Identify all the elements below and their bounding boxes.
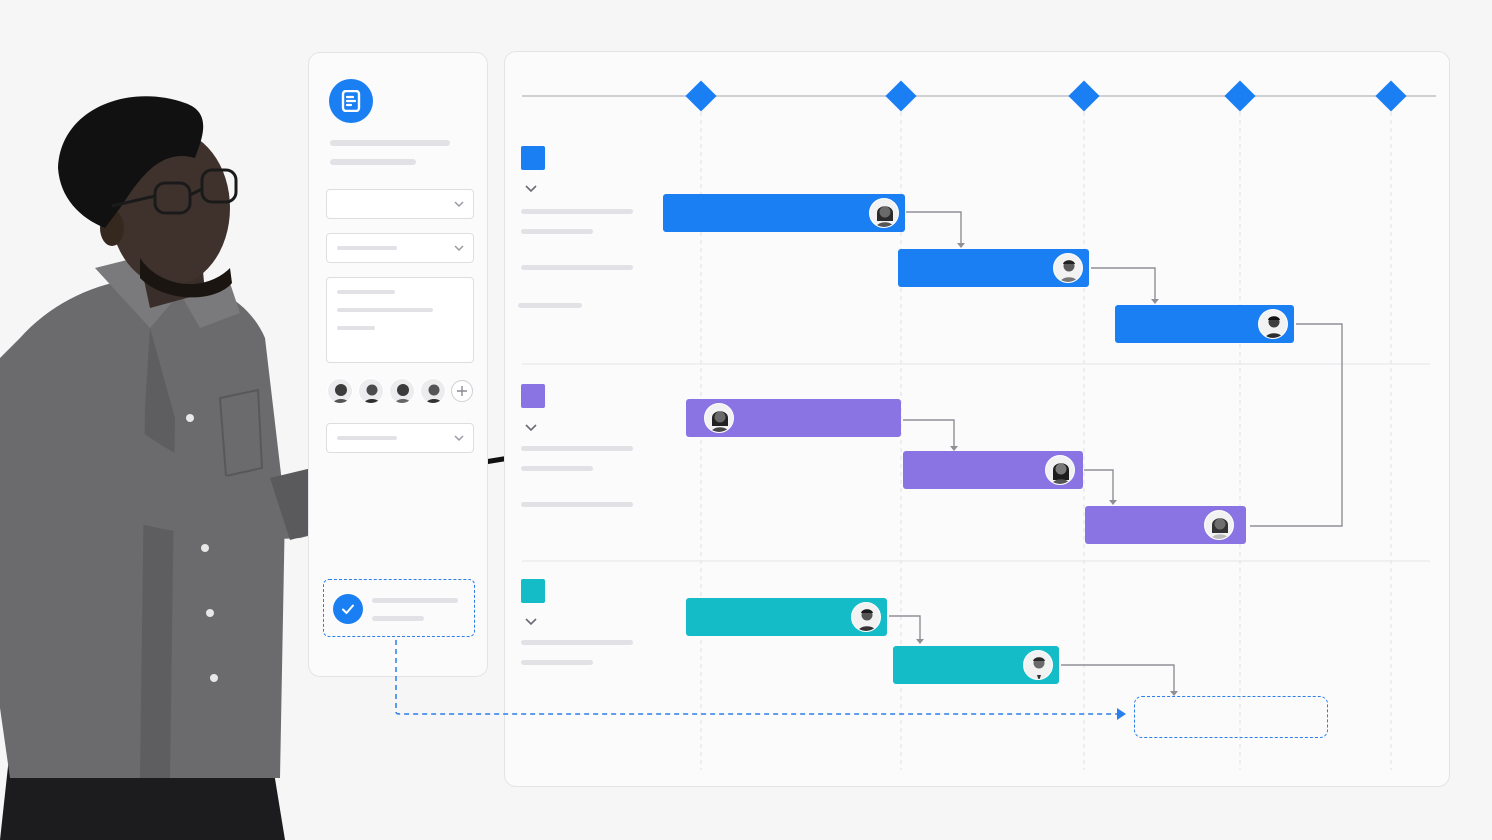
chevron-down-icon[interactable]	[524, 422, 538, 434]
avatar	[851, 602, 881, 632]
task-bar[interactable]	[1115, 305, 1294, 343]
row-label	[521, 229, 593, 234]
completed-task-card[interactable]	[323, 579, 475, 637]
new-task-placeholder[interactable]	[1134, 696, 1328, 738]
milestone-diamond[interactable]	[1375, 80, 1407, 112]
chevron-down-icon	[454, 245, 464, 252]
row-label	[521, 265, 633, 270]
document-icon[interactable]	[329, 79, 373, 123]
priority-dropdown[interactable]	[326, 233, 474, 263]
avatar[interactable]	[389, 378, 415, 404]
group-swatch-blue	[521, 146, 545, 170]
avatar	[1053, 253, 1083, 283]
row-label	[521, 466, 593, 471]
row-label	[521, 209, 633, 214]
chevron-down-icon[interactable]	[524, 616, 538, 628]
category-dropdown[interactable]	[326, 423, 474, 453]
status-dropdown[interactable]	[326, 189, 474, 219]
group-swatch-purple	[521, 384, 545, 408]
milestone-diamond[interactable]	[885, 80, 917, 112]
avatar[interactable]	[420, 378, 446, 404]
panel-title-placeholder	[330, 140, 450, 146]
avatar	[1023, 650, 1053, 680]
plus-icon	[457, 386, 467, 396]
add-assignee-button[interactable]	[451, 380, 473, 402]
row-label	[521, 502, 633, 507]
task-bar[interactable]	[898, 249, 1089, 287]
row-label	[521, 660, 593, 665]
avatar	[704, 403, 734, 433]
task-bar[interactable]	[1085, 506, 1246, 544]
avatar	[1204, 510, 1234, 540]
milestone-diamond[interactable]	[1224, 80, 1256, 112]
row-label	[521, 446, 633, 451]
task-details-panel	[308, 52, 488, 677]
row-label	[518, 303, 582, 308]
task-bar[interactable]	[686, 598, 887, 636]
group-swatch-teal	[521, 579, 545, 603]
avatar	[1258, 309, 1288, 339]
avatar	[1045, 455, 1075, 485]
task-bar[interactable]	[903, 451, 1083, 489]
link-connector	[395, 640, 1118, 715]
milestone-diamond[interactable]	[685, 80, 717, 112]
task-bar[interactable]	[686, 399, 901, 437]
milestone-diamond[interactable]	[1068, 80, 1100, 112]
avatar	[869, 198, 899, 228]
chevron-down-icon	[454, 201, 464, 208]
assignee-list	[327, 378, 473, 404]
task-bar[interactable]	[663, 194, 905, 232]
presenter-illustration	[0, 96, 543, 840]
chevron-down-icon[interactable]	[524, 183, 538, 195]
check-icon[interactable]	[333, 594, 363, 624]
task-bar[interactable]	[893, 646, 1059, 684]
panel-subtitle-placeholder	[330, 159, 416, 165]
dependency-connectors	[889, 211, 1343, 692]
avatar[interactable]	[327, 378, 353, 404]
chevron-down-icon	[454, 435, 464, 442]
description-textarea[interactable]	[326, 277, 474, 363]
avatar[interactable]	[358, 378, 384, 404]
row-label	[521, 640, 633, 645]
